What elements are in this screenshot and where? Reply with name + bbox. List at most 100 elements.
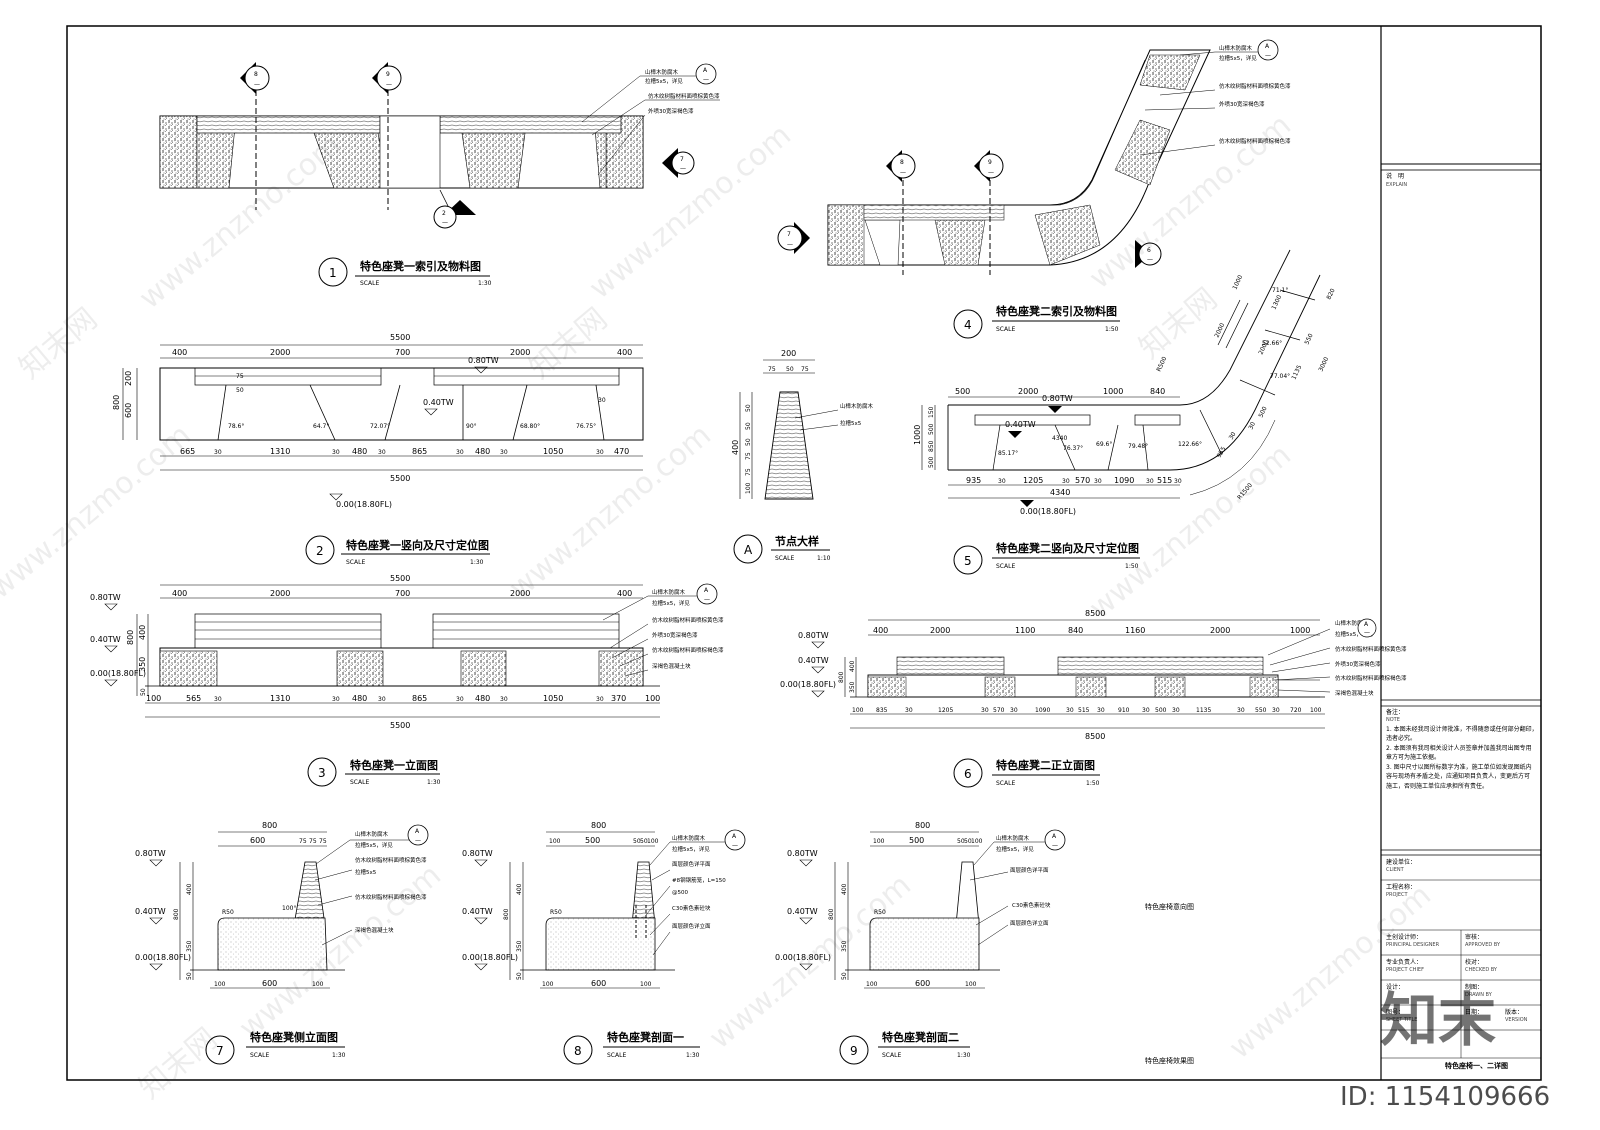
- drawing-2-dimension: 5500 400 2000 700 2000 400 78.6° 64.7° 7…: [112, 333, 644, 509]
- svg-text:1050: 1050: [543, 447, 563, 456]
- svg-text:565: 565: [186, 694, 201, 703]
- svg-text:—: —: [1052, 842, 1058, 849]
- svg-text:SCALE: SCALE: [250, 1052, 269, 1059]
- svg-text:100: 100: [745, 482, 752, 494]
- svg-text:150: 150: [928, 406, 935, 418]
- svg-text:600: 600: [124, 403, 133, 418]
- svg-text:备注：: 备注：: [1386, 708, 1404, 716]
- svg-text:50: 50: [786, 366, 794, 373]
- svg-text:面层颜色详立面: 面层颜色详立面: [1010, 919, 1049, 927]
- title-drawing-4: 4 特色座凳二索引及物料图 SCALE 1:50: [953, 304, 1120, 339]
- svg-text:100: 100: [852, 707, 864, 714]
- svg-text:5500: 5500: [390, 474, 410, 483]
- svg-text:R50: R50: [222, 909, 234, 916]
- svg-text:EXPLAIN: EXPLAIN: [1386, 182, 1407, 188]
- svg-text:1:50: 1:50: [1086, 780, 1100, 787]
- section-marker-7-b: 7—: [777, 222, 810, 254]
- svg-text:76.37°: 76.37°: [1063, 445, 1083, 452]
- svg-text:480: 480: [475, 694, 490, 703]
- svg-text:专业负责人：: 专业负责人：: [1386, 958, 1422, 966]
- svg-text:68.80°: 68.80°: [520, 423, 540, 430]
- svg-text:350: 350: [841, 940, 848, 952]
- svg-text:75: 75: [299, 838, 307, 845]
- section-marker-8-a: 8—: [240, 62, 270, 94]
- svg-text:30: 30: [1174, 478, 1182, 485]
- svg-text:山樟木防腐木: 山樟木防腐木: [652, 588, 686, 596]
- svg-text:2000: 2000: [270, 348, 290, 357]
- svg-text:75: 75: [768, 366, 776, 373]
- title-drawing-7: 7 特色座凳侧立面图 SCALE 1:30: [205, 1030, 346, 1065]
- svg-text:100: 100: [312, 981, 324, 988]
- svg-text:仿木纹树脂材料面喷棕褐色漆: 仿木纹树脂材料面喷棕褐色漆: [355, 893, 427, 901]
- svg-text:122.66°: 122.66°: [1178, 441, 1202, 448]
- svg-text:3: 3: [318, 766, 326, 780]
- svg-text:2000: 2000: [270, 589, 290, 598]
- svg-text:0.40TW: 0.40TW: [462, 907, 493, 916]
- svg-text:深褐色混凝土块: 深褐色混凝土块: [652, 662, 691, 670]
- title-drawing-2: 2 特色座凳一竖向及尺寸定位图 SCALE 1:30: [305, 535, 490, 566]
- svg-text:6: 6: [964, 767, 972, 781]
- svg-text:版本：: 版本：: [1505, 1008, 1523, 1016]
- svg-text:100: 100: [214, 981, 226, 988]
- svg-text:深褐色混凝土块: 深褐色混凝土块: [1335, 689, 1374, 697]
- svg-text:山樟木防腐木: 山樟木防腐木: [672, 834, 706, 842]
- svg-text:400: 400: [172, 589, 187, 598]
- title-drawing-6: 6 特色座凳二正立面图 SCALE 1:50: [953, 758, 1100, 788]
- svg-text:30: 30: [332, 696, 340, 703]
- svg-text:75: 75: [309, 838, 317, 845]
- svg-text:800: 800: [503, 908, 510, 920]
- svg-text:79.48°: 79.48°: [1128, 443, 1148, 450]
- svg-text:外喷30宽深褐色漆: 外喷30宽深褐色漆: [1335, 660, 1381, 668]
- svg-text:50: 50: [745, 404, 752, 412]
- svg-text:30: 30: [598, 397, 606, 404]
- svg-text:0.80TW: 0.80TW: [787, 849, 818, 858]
- note-intent: 特色座椅意向图: [1145, 902, 1194, 911]
- svg-text:0.80TW: 0.80TW: [1042, 394, 1073, 403]
- svg-text:400: 400: [617, 589, 632, 598]
- svg-text:30: 30: [378, 449, 386, 456]
- svg-text:特色座凳侧立面图: 特色座凳侧立面图: [250, 1030, 338, 1044]
- svg-text:@500: @500: [672, 890, 688, 896]
- svg-text:85.17°: 85.17°: [998, 450, 1018, 457]
- svg-text:2000: 2000: [510, 348, 530, 357]
- svg-text:A: A: [704, 587, 709, 594]
- svg-text:800: 800: [262, 821, 277, 830]
- callouts-6: 山樟木防腐木 拉槽5x5，详见 A— 仿木纹树脂材料面喷棕黄色漆 外喷30宽深褐…: [1267, 618, 1407, 697]
- svg-text:2: 2: [442, 210, 446, 217]
- svg-text:52.66°: 52.66°: [1262, 340, 1282, 347]
- svg-text:建设单位：: 建设单位：: [1386, 858, 1416, 866]
- svg-text:1160: 1160: [1125, 626, 1145, 635]
- svg-text:R50: R50: [874, 909, 886, 916]
- svg-text:30: 30: [378, 696, 386, 703]
- svg-text:1:50: 1:50: [1105, 326, 1119, 333]
- svg-text:400: 400: [617, 348, 632, 357]
- svg-text:75: 75: [236, 373, 244, 380]
- svg-text:DRAWN BY: DRAWN BY: [1465, 992, 1493, 998]
- section-marker-7-a: 7—: [662, 148, 695, 178]
- svg-text:30: 30: [456, 449, 464, 456]
- svg-text:违者必究。: 违者必究。: [1386, 734, 1416, 742]
- svg-text:4: 4: [964, 318, 972, 332]
- svg-text:200: 200: [124, 371, 133, 386]
- svg-text:400: 400: [516, 883, 523, 895]
- svg-text:9: 9: [850, 1044, 858, 1058]
- svg-text:0.40TW: 0.40TW: [90, 635, 121, 644]
- svg-text:500: 500: [1257, 405, 1268, 419]
- svg-text:1205: 1205: [1023, 476, 1043, 485]
- svg-text:78.6°: 78.6°: [228, 423, 244, 430]
- svg-text:50: 50: [516, 972, 523, 980]
- svg-text:A: A: [732, 833, 737, 840]
- svg-text:1:30: 1:30: [332, 1052, 346, 1059]
- svg-text:100: 100: [542, 981, 554, 988]
- svg-text:0.80TW: 0.80TW: [468, 356, 499, 365]
- svg-text:特色座凳二竖向及尺寸定位图: 特色座凳二竖向及尺寸定位图: [996, 541, 1139, 555]
- svg-text:800: 800: [915, 821, 930, 830]
- svg-text:A: A: [1052, 833, 1057, 840]
- svg-text:1050: 1050: [543, 694, 563, 703]
- svg-text:SHEET TITLE: SHEET TITLE: [1386, 1017, 1417, 1023]
- svg-text:1:30: 1:30: [686, 1052, 700, 1059]
- svg-text:64.7°: 64.7°: [313, 423, 329, 430]
- svg-text:1000: 1000: [1103, 387, 1123, 396]
- svg-text:100: 100: [645, 694, 660, 703]
- svg-text:75: 75: [801, 366, 809, 373]
